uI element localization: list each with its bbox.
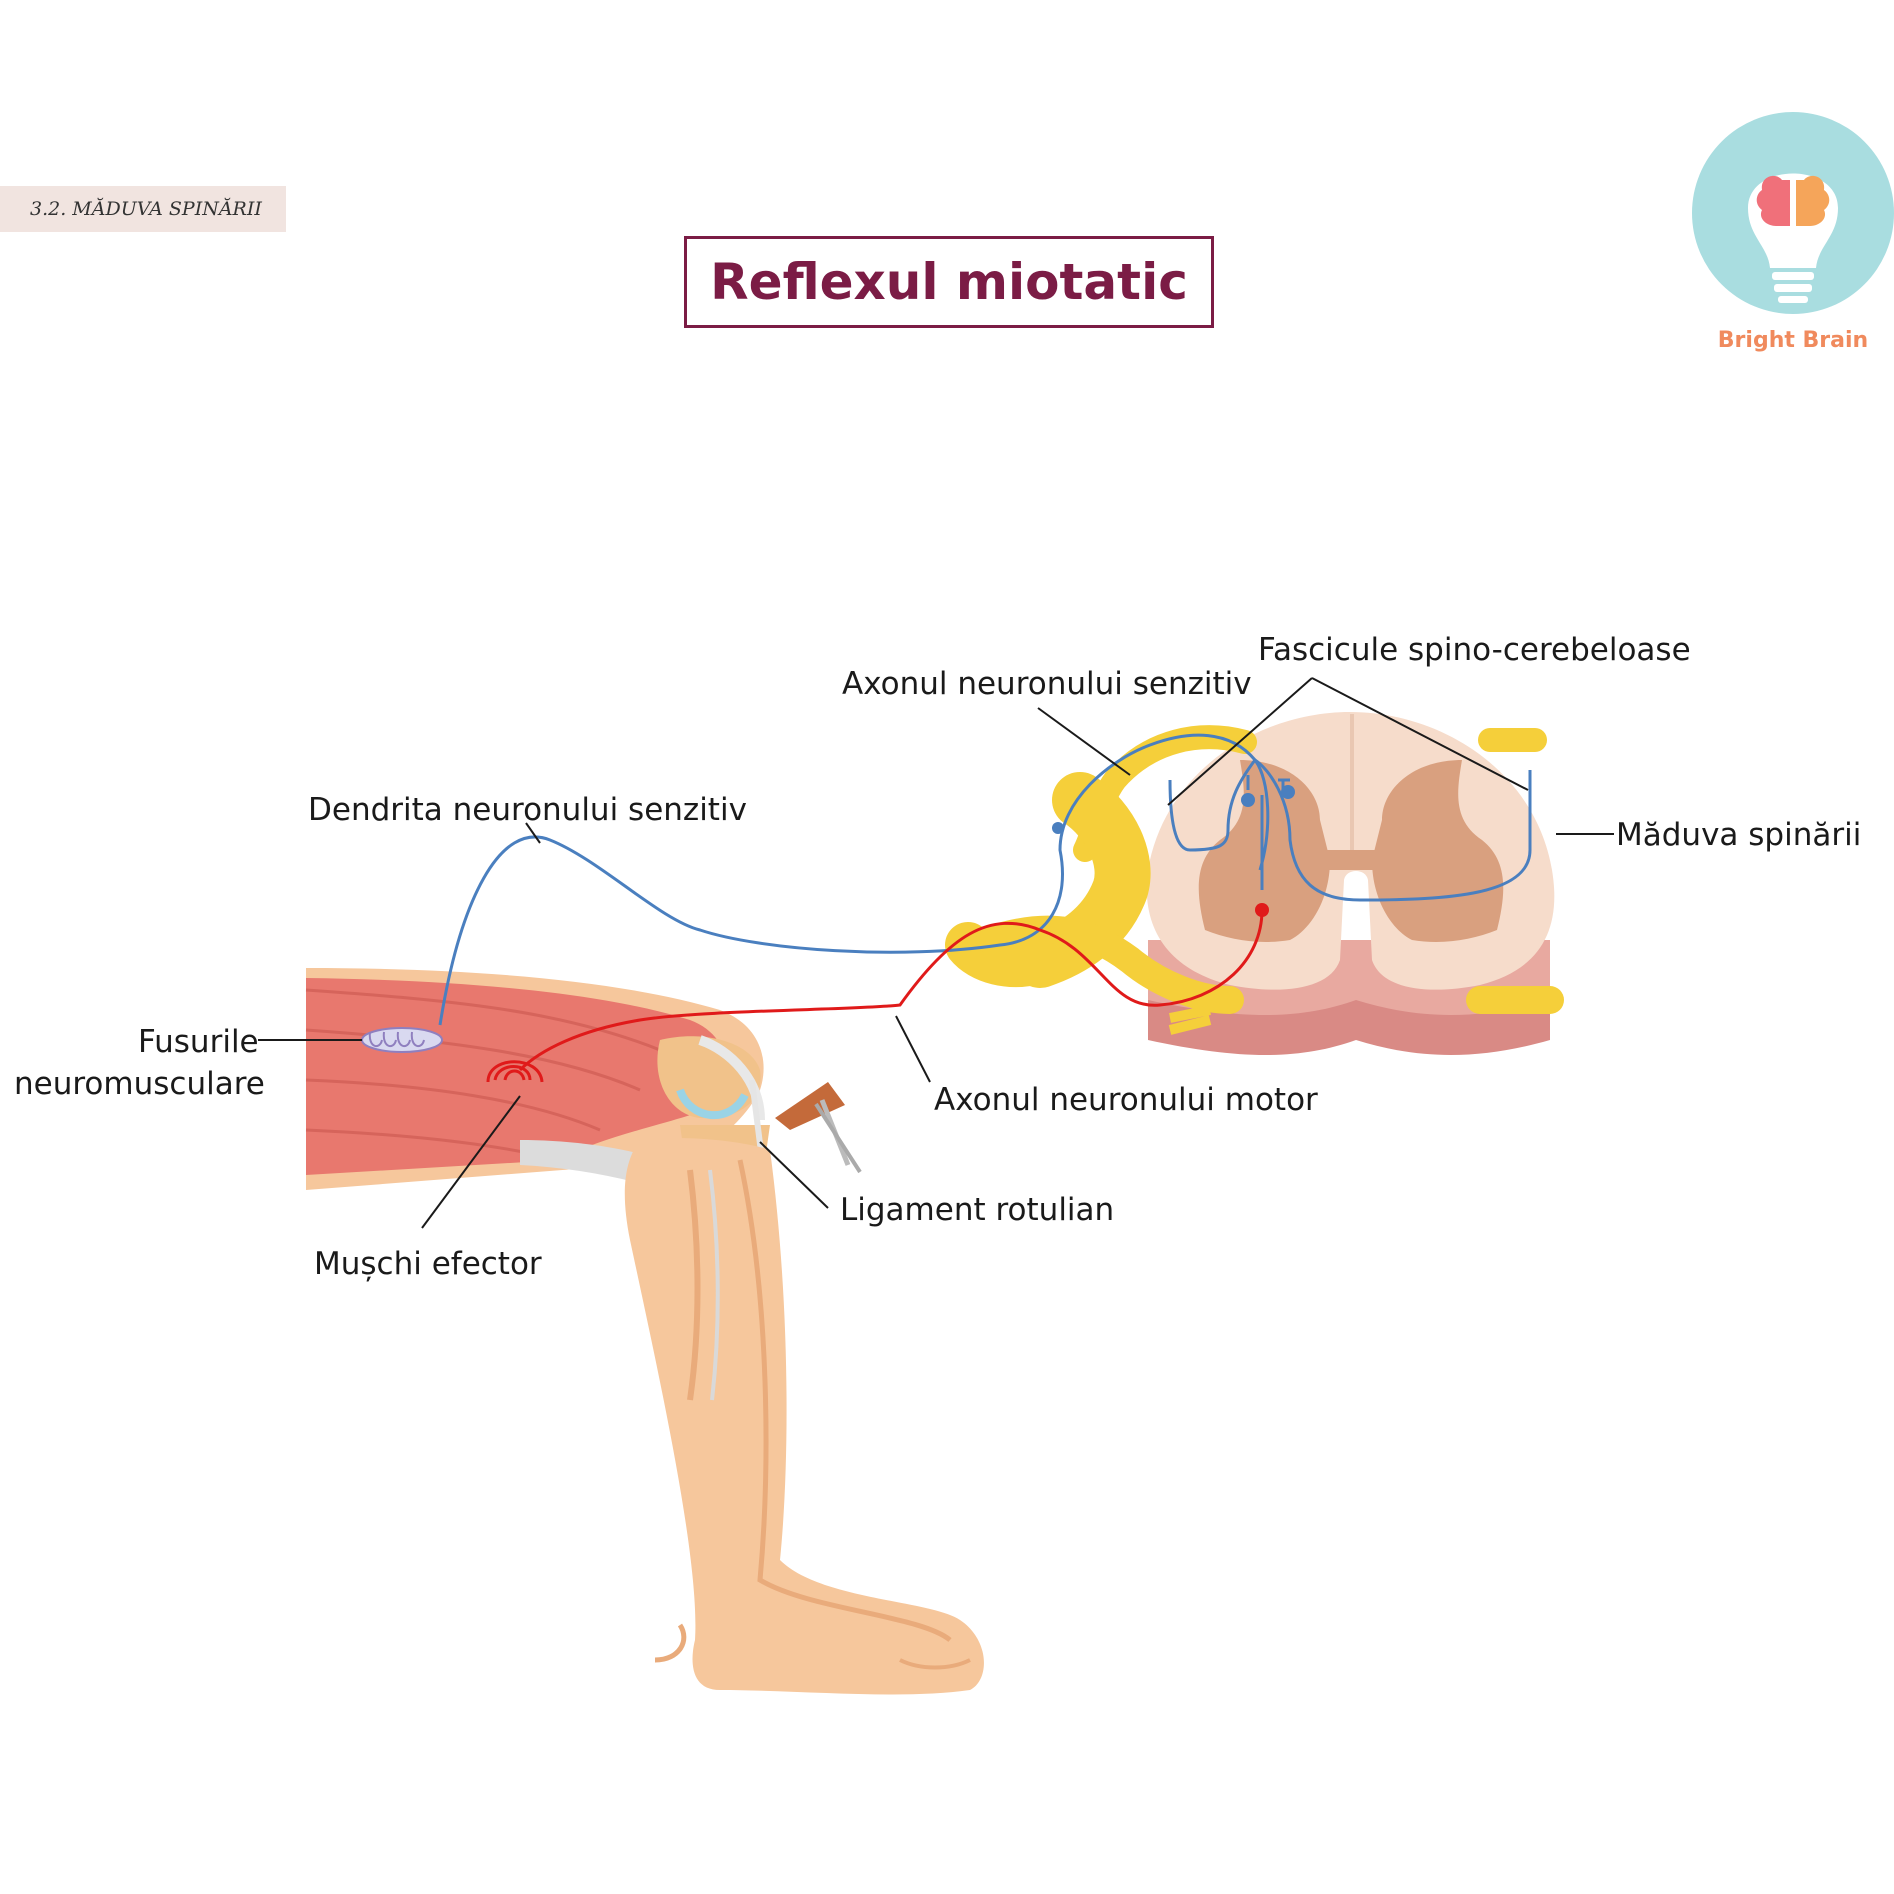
leader-axon-senzitiv	[1037, 707, 1131, 776]
motor-neuron	[486, 903, 1269, 1083]
thigh	[305, 968, 764, 1200]
label-axon-motor: Axonul neuronului motor	[934, 1082, 1318, 1118]
label-ligament: Ligament rotulian	[840, 1192, 1115, 1228]
reflex-hammer-icon	[775, 1082, 862, 1174]
label-fusurile-1: Fusurile	[138, 1024, 259, 1060]
label-muschi: Mușchi efector	[314, 1246, 542, 1282]
section-tag: 3.2. MĂDUVA SPINĂRII	[0, 186, 286, 232]
label-fusurile-2: neuromusculare	[14, 1066, 265, 1102]
leader-muschi	[421, 1095, 521, 1229]
leader-dendrita	[525, 822, 541, 844]
leader-lines	[258, 677, 1614, 1229]
sensory-neuron	[438, 733, 1532, 1026]
label-axon-senzitiv: Axonul neuronului senzitiv	[842, 666, 1252, 702]
leader-fascicule	[1167, 677, 1529, 806]
lower-leg	[624, 1138, 984, 1695]
bright-brain-logo	[1692, 112, 1894, 314]
muscle-spindle	[361, 1027, 443, 1053]
brand-name: Bright Brain	[1717, 328, 1869, 353]
page-title: Reflexul miotatic	[684, 236, 1214, 328]
leader-axon-motor	[895, 1015, 931, 1083]
leader-ligament	[759, 1141, 829, 1209]
label-maduva: Măduva spinării	[1616, 817, 1862, 853]
page-title-text: Reflexul miotatic	[710, 253, 1188, 311]
label-fascicule: Fascicule spino-cerebeloase	[1258, 632, 1691, 668]
label-dendrita: Dendrita neuronului senzitiv	[308, 792, 747, 828]
